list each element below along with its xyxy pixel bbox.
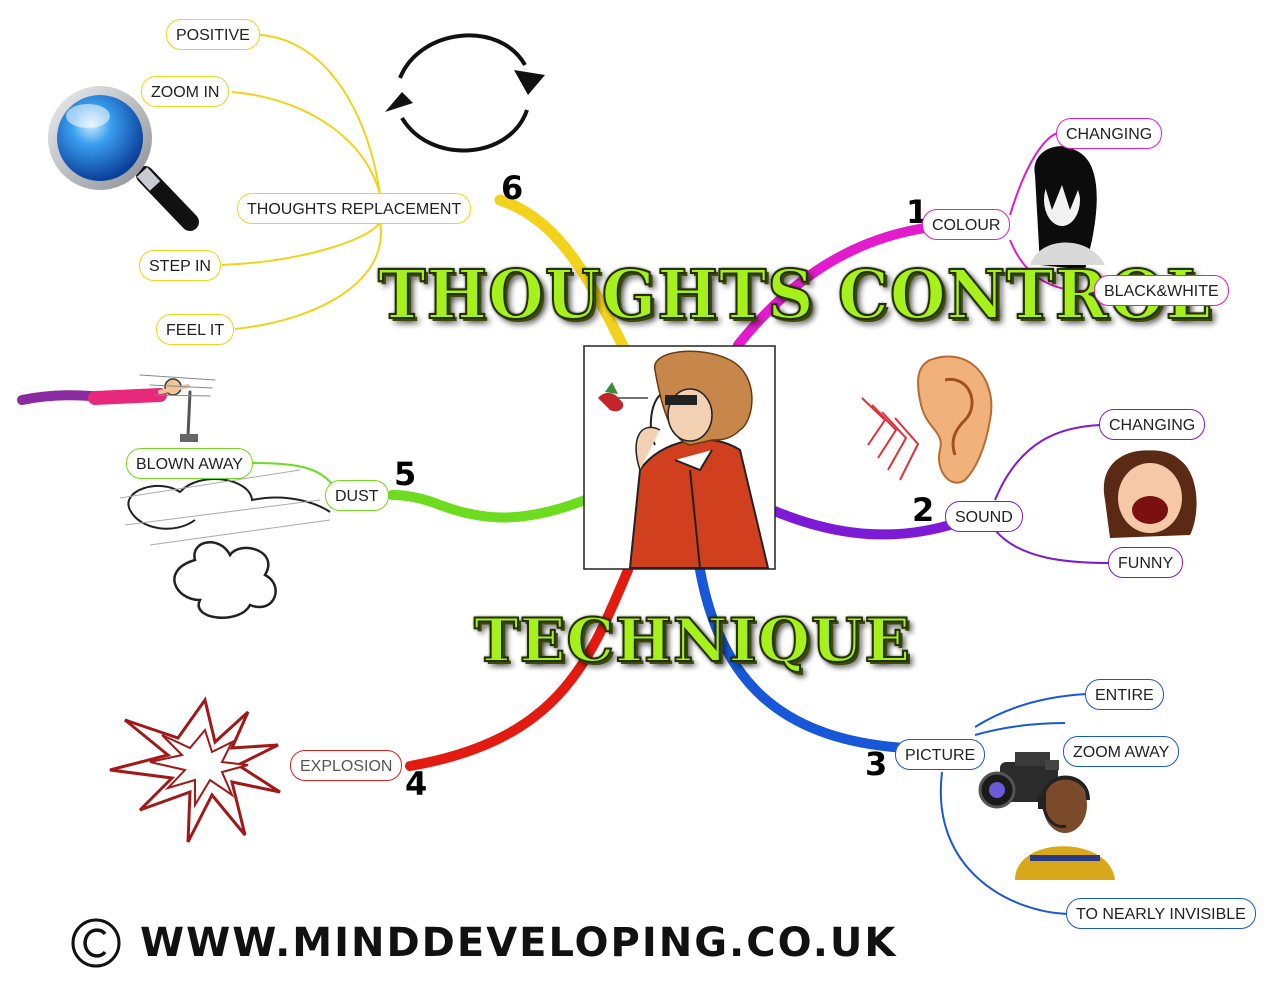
laughing-face-icon <box>1103 450 1197 538</box>
node-sound[interactable]: SOUND <box>945 501 1023 532</box>
number-4: 4 <box>405 765 428 803</box>
node-colour-changing[interactable]: CHANGING <box>1056 118 1163 149</box>
dust-cloud-icon <box>119 469 331 619</box>
node-sound-changing[interactable]: CHANGING <box>1099 409 1206 440</box>
node-positive[interactable]: POSITIVE <box>166 19 260 50</box>
node-feel-it[interactable]: FEEL IT <box>156 314 235 345</box>
branch-dust <box>387 490 590 523</box>
branch-thoughts <box>494 194 631 356</box>
cycle-arrows-icon <box>385 33 545 153</box>
sub-branches <box>221 34 1111 915</box>
branch-colour <box>733 223 930 350</box>
node-zoom-away[interactable]: ZOOM AWAY <box>1063 736 1180 767</box>
node-step-in[interactable]: STEP IN <box>139 250 221 281</box>
branch-explosion <box>405 565 633 771</box>
video-camera-icon <box>978 752 1059 809</box>
title-line-1: THOUGHTS CONTROL <box>377 255 1212 336</box>
branch-sound <box>767 505 955 540</box>
branch-picture <box>695 565 910 753</box>
flying-man-icon <box>17 374 216 442</box>
footer-url[interactable]: WWW.MINDDEVELOPING.CO.UK <box>140 920 898 966</box>
thinker-man-illustration <box>583 345 776 570</box>
main-branches <box>387 194 955 771</box>
node-entire[interactable]: ENTIRE <box>1085 679 1164 710</box>
node-black-white[interactable]: BLACK&WHITE <box>1094 275 1229 306</box>
title-line-2: TECHNIQUE <box>473 605 912 677</box>
ghost-girl-icon <box>1030 146 1105 270</box>
node-dust[interactable]: DUST <box>325 480 389 511</box>
node-explosion[interactable]: EXPLOSION <box>290 750 403 781</box>
node-to-nearly-invisible[interactable]: TO NEARLY INVISIBLE <box>1066 898 1256 929</box>
node-colour[interactable]: COLOUR <box>922 209 1011 240</box>
node-blown-away[interactable]: BLOWN AWAY <box>126 448 253 479</box>
number-5: 5 <box>394 455 417 493</box>
ear-icon <box>861 355 993 484</box>
node-picture[interactable]: PICTURE <box>895 739 986 770</box>
magnifier-icon <box>48 86 199 231</box>
node-funny[interactable]: FUNNY <box>1108 547 1184 578</box>
explosion-icon <box>109 696 281 843</box>
number-6: 6 <box>501 169 524 207</box>
number-3: 3 <box>865 745 888 783</box>
node-zoom-in[interactable]: ZOOM IN <box>141 76 230 107</box>
headset-person-icon <box>1015 775 1115 880</box>
number-2: 2 <box>912 491 935 529</box>
copyright-icon <box>71 918 121 968</box>
node-thoughts-replacement[interactable]: THOUGHTS REPLACEMENT <box>237 193 472 224</box>
